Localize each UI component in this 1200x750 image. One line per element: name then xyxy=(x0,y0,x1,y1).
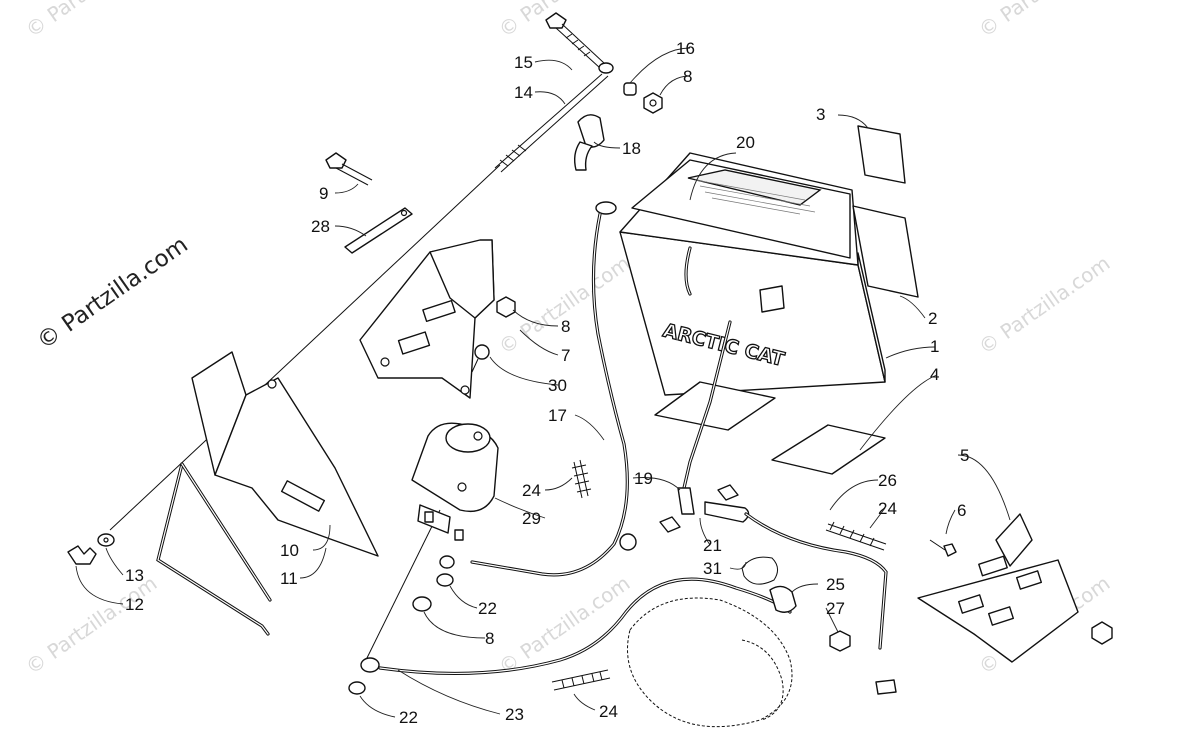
callout-26: 26 xyxy=(878,471,897,490)
bolt-15 xyxy=(545,12,605,69)
sleeve-24-a xyxy=(571,459,592,499)
watermark-bottom-left: © Partzilla.com xyxy=(21,571,161,679)
battery-1: ARCTIC CAT xyxy=(619,152,886,396)
callout-11: 11 xyxy=(280,569,298,588)
callout-21: 21 xyxy=(703,536,722,555)
hold-down-rod-11 xyxy=(156,462,272,636)
callout-24-b: 24 xyxy=(878,499,897,518)
cable-19 xyxy=(677,320,732,515)
bolt-9 xyxy=(325,152,373,186)
bolt-27-lower xyxy=(875,679,897,695)
washer-22-upper xyxy=(436,555,455,587)
watermark-main: © Partzilla.com xyxy=(33,232,193,355)
assembly-guide-line-lower xyxy=(364,509,441,663)
nut-8-lower xyxy=(412,596,432,612)
terminal-boot-18 xyxy=(573,114,605,171)
callout-1: 1 xyxy=(930,337,939,356)
callout-19: 19 xyxy=(634,469,653,488)
callout-10: 10 xyxy=(280,541,299,560)
callout-12: 12 xyxy=(125,595,144,614)
nut-8-bracket xyxy=(496,296,516,318)
callout-15: 15 xyxy=(514,53,533,72)
cable-23 xyxy=(360,577,792,676)
callout-25: 25 xyxy=(826,575,845,594)
screw-6 xyxy=(929,539,957,557)
bolt-21 xyxy=(619,484,750,551)
callout-13: 13 xyxy=(125,566,144,585)
vent-tube-20 xyxy=(684,246,692,296)
leader-lines xyxy=(75,47,1011,718)
battery-pad-4 xyxy=(654,381,886,475)
boot-25 xyxy=(769,585,797,613)
callout-4: 4 xyxy=(930,365,939,384)
bracket-5 xyxy=(917,513,1079,663)
callout-8-top: 8 xyxy=(683,67,692,86)
solenoid-29 xyxy=(411,422,499,541)
washer-22-lower xyxy=(348,681,366,695)
callout-7: 7 xyxy=(561,346,570,365)
callout-6: 6 xyxy=(957,501,966,520)
pad-3 xyxy=(857,125,906,184)
callout-20: 20 xyxy=(736,133,755,152)
callout-30: 30 xyxy=(548,376,567,395)
callout-9: 9 xyxy=(319,184,328,203)
callout-8-lower: 8 xyxy=(485,629,494,648)
callout-31: 31 xyxy=(703,559,722,578)
bolt-30 xyxy=(471,344,490,373)
starter-motor xyxy=(627,597,793,728)
callout-16: 16 xyxy=(676,39,695,58)
pad-2 xyxy=(852,205,919,298)
callout-3: 3 xyxy=(816,105,825,124)
nut-8-top xyxy=(643,92,663,114)
sleeve-24-b xyxy=(825,521,887,551)
spacer-16 xyxy=(623,82,637,96)
callout-23: 23 xyxy=(505,705,524,724)
cable-26 xyxy=(744,512,888,650)
callout-29: 29 xyxy=(522,509,541,528)
wing-nut-12 xyxy=(67,545,97,565)
watermark-mid-right: © Partzilla.com xyxy=(974,251,1114,359)
callout-8-bracket: 8 xyxy=(561,317,570,336)
callout-14: 14 xyxy=(514,83,533,102)
callout-22-lower: 22 xyxy=(399,708,418,727)
callout-2: 2 xyxy=(928,309,937,328)
callout-24-c: 24 xyxy=(599,702,618,721)
watermark-top-right: © Partzilla.com xyxy=(974,0,1114,42)
battery-tray-10 xyxy=(191,351,379,557)
rod-14 xyxy=(494,62,614,173)
bracket-7 xyxy=(359,239,495,399)
callout-5: 5 xyxy=(960,446,969,465)
callout-18: 18 xyxy=(622,139,641,158)
washer-13 xyxy=(97,533,115,547)
callout-22-upper: 22 xyxy=(478,599,497,618)
nut-bracket-5 xyxy=(1091,621,1113,645)
clamp-31 xyxy=(741,556,778,585)
callout-28: 28 xyxy=(311,217,330,236)
callout-labels: 15 14 16 8 18 3 20 2 1 4 9 28 8 7 30 17 … xyxy=(125,39,969,727)
callout-27: 27 xyxy=(826,599,845,618)
sleeve-24-c xyxy=(551,669,611,691)
watermark-top-left: © Partzilla.com xyxy=(21,0,161,42)
strap-28 xyxy=(344,207,413,254)
assembly-guide-line xyxy=(109,164,501,531)
nut-27 xyxy=(829,630,851,652)
callout-24-a: 24 xyxy=(522,481,541,500)
callout-17: 17 xyxy=(548,406,567,425)
cable-17 xyxy=(470,201,629,577)
